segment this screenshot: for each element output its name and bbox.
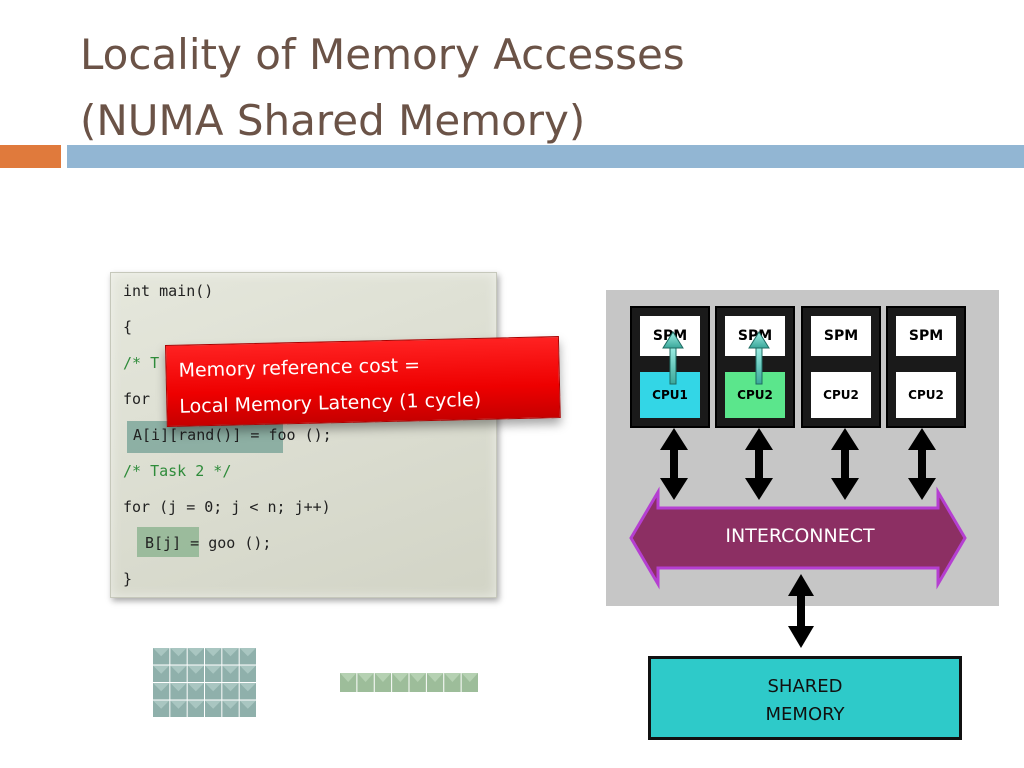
- shared-memory-box: SHARED MEMORY: [648, 656, 962, 740]
- interconnect-bus: [629, 486, 967, 590]
- array-a-cell-shade: [222, 683, 239, 692]
- array-b-cell-shade: [340, 673, 357, 682]
- double-arrow-icon: [908, 428, 936, 500]
- array-a-cell-shade: [153, 665, 170, 674]
- accent-bar-orange: [0, 145, 61, 168]
- array-b-strip: [340, 673, 478, 692]
- slide-title-line2: (NUMA Shared Memory): [80, 96, 586, 145]
- array-a-grid: [153, 648, 256, 717]
- code-line: }: [123, 570, 133, 588]
- up-arrow-icon: [748, 331, 770, 385]
- array-a-cell-shade: [170, 683, 187, 692]
- array-b-cell-shade: [392, 673, 409, 682]
- array-a-cell-shade: [205, 665, 222, 674]
- code-comment-line: /* T: [123, 354, 160, 372]
- array-a-cell-shade: [205, 683, 222, 692]
- array-b-cell: [392, 673, 409, 692]
- cpu-box: CPU2: [896, 372, 956, 418]
- shared-memory-line1: SHARED: [767, 676, 843, 697]
- node-3: SPM CPU2: [801, 306, 881, 428]
- cpu-box: CPU2: [725, 372, 785, 418]
- array-b-cell-shade: [357, 673, 374, 682]
- array-a-cell-shade: [239, 700, 256, 709]
- spm-box: SPM: [896, 316, 956, 356]
- array-b-cell: [409, 673, 426, 692]
- slide-title-line1: Locality of Memory Accesses: [80, 30, 685, 79]
- array-b-cell: [461, 673, 478, 692]
- array-a-cell-shade: [222, 665, 239, 674]
- code-comment-line: /* Task 2 */: [123, 462, 232, 480]
- shared-memory-line2: MEMORY: [765, 704, 845, 725]
- double-arrow-icon: [788, 574, 814, 648]
- array-a-cell-shade: [187, 648, 204, 657]
- double-arrow-icon: [745, 428, 773, 500]
- node-4: SPM CPU2: [886, 306, 966, 428]
- array-b-cell: [374, 673, 392, 692]
- array-b-cell-shade: [426, 673, 444, 682]
- array-a-cell-shade: [205, 700, 222, 709]
- array-a-cell-shade: [187, 683, 204, 692]
- array-a-cell-shade: [239, 648, 256, 657]
- array-a-cell-shade: [170, 648, 187, 657]
- array-a-cell-shade: [153, 648, 170, 657]
- array-a-cell-shade: [170, 665, 187, 674]
- highlight-a-access: [127, 421, 283, 453]
- node-2: SPM CPU2: [715, 306, 795, 428]
- array-b-cell: [444, 673, 461, 692]
- array-a-cell-shade: [153, 683, 170, 692]
- code-line: {: [123, 318, 133, 336]
- spm-box: SPM: [811, 316, 871, 356]
- code-line: for (j = 0; j < n; j++): [123, 498, 331, 516]
- array-a-cell-shade: [187, 700, 204, 709]
- up-arrow-icon: [662, 331, 684, 385]
- array-a-cell-shade: [153, 700, 170, 709]
- array-a-cell-shade: [239, 683, 256, 692]
- array-b-cell-shade: [409, 673, 426, 682]
- array-a-cell-shade: [239, 665, 256, 674]
- double-arrow-icon: [831, 428, 859, 500]
- highlight-b-access: [137, 527, 199, 557]
- code-line: for: [123, 390, 151, 408]
- array-a-cell-shade: [170, 700, 187, 709]
- array-a-cell-shade: [187, 665, 204, 674]
- array-a-cell-shade: [222, 700, 239, 709]
- array-b-cell-shade: [374, 673, 392, 682]
- array-b-cell: [340, 673, 357, 692]
- double-arrow-icon: [660, 428, 688, 500]
- array-b-cell: [357, 673, 374, 692]
- array-b-cell-shade: [461, 673, 478, 682]
- interconnect-label: INTERCONNECT: [725, 525, 875, 547]
- array-b-cell-shade: [444, 673, 461, 682]
- code-line: int main(): [123, 282, 214, 300]
- array-a-cell-shade: [205, 648, 222, 657]
- slide-title: Locality of Memory Accesses (NUMA Shared…: [80, 22, 685, 154]
- cpu-box: CPU2: [811, 372, 871, 418]
- code-line: B[j] = goo ();: [145, 534, 272, 552]
- array-a-cell-shade: [222, 648, 239, 657]
- code-listing: int main() { /* T for A[i][rand()] = foo…: [110, 272, 497, 598]
- spm-box: SPM: [725, 316, 785, 356]
- accent-bar-blue: [67, 145, 1024, 168]
- code-line: A[i][rand()] = foo ();: [133, 426, 332, 444]
- array-b-cell: [426, 673, 444, 692]
